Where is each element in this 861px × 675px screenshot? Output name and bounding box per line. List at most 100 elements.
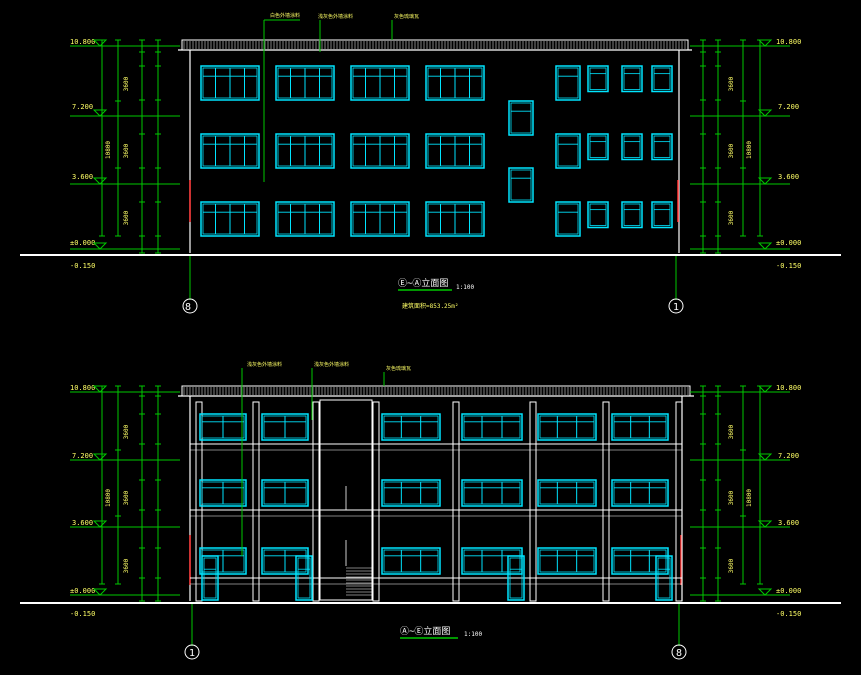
bottom-level-marker bbox=[92, 520, 108, 528]
top-window-narrow bbox=[555, 133, 581, 169]
bottom-right-level-label-3: ±0.000 bbox=[776, 587, 801, 595]
top-right-level-marker bbox=[757, 242, 773, 250]
bottom-right-total-label: 10800 bbox=[746, 489, 753, 507]
top-axis-right-label: 1 bbox=[673, 302, 679, 313]
top-callout-2: 灰色琉璃瓦 bbox=[394, 13, 419, 20]
top-level-label-1: 7.200 bbox=[72, 103, 93, 111]
bottom-window-center-inner bbox=[383, 549, 439, 573]
top-window bbox=[275, 201, 335, 237]
bottom-right-span-label-2: 3600 bbox=[728, 558, 735, 573]
top-window-small bbox=[651, 201, 673, 229]
bottom-level-marker bbox=[92, 588, 108, 596]
bottom-axis-left-label: 1 bbox=[189, 648, 195, 659]
top-window bbox=[200, 133, 260, 169]
bottom-right-span-label-1: 3600 bbox=[728, 490, 735, 505]
top-window bbox=[350, 65, 410, 101]
bottom-span-label-0: 3600 bbox=[123, 424, 130, 439]
top-callout-0: 白色外墙涂料 bbox=[270, 12, 300, 19]
bottom-callout-2: 灰色琉璃瓦 bbox=[386, 365, 411, 372]
top-right-level-label-0: 10.800 bbox=[776, 38, 801, 46]
bottom-door-inner bbox=[509, 557, 523, 599]
bottom-window-inner bbox=[613, 481, 667, 505]
top-callout-1: 浅灰色外墙涂料 bbox=[318, 13, 353, 20]
bottom-window bbox=[537, 479, 597, 507]
top-right-span-label-2: 3600 bbox=[728, 210, 735, 225]
bottom-window-inner bbox=[613, 549, 667, 573]
bottom-window-inner bbox=[463, 549, 521, 573]
top-window-small bbox=[621, 65, 643, 93]
bottom-window-inner bbox=[463, 481, 521, 505]
top-window-narrow bbox=[555, 65, 581, 101]
top-level-label-4: -0.150 bbox=[70, 262, 95, 270]
bottom-level-label-2: 3.600 bbox=[72, 519, 93, 527]
top-window-small-inner bbox=[589, 203, 607, 226]
bottom-level-label-4: -0.150 bbox=[70, 610, 95, 618]
bottom-level-label-0: 10.800 bbox=[70, 384, 95, 392]
top-span-label-0: 3600 bbox=[123, 76, 130, 91]
top-right-level-marker bbox=[757, 39, 773, 47]
bottom-window-center bbox=[381, 547, 441, 575]
top-level-marker bbox=[92, 39, 108, 47]
top-window-small bbox=[651, 65, 673, 93]
top-level-marker bbox=[92, 242, 108, 250]
top-area-note: 建筑面积=853.25m² bbox=[402, 302, 459, 310]
top-window-small bbox=[587, 201, 609, 229]
top-window-small-inner bbox=[623, 203, 641, 226]
bottom-window-center-inner bbox=[383, 415, 439, 439]
top-window-small-inner bbox=[653, 135, 671, 158]
bottom-scale: 1:100 bbox=[464, 631, 482, 638]
bottom-door bbox=[295, 555, 313, 601]
top-level-label-2: 3.600 bbox=[72, 173, 93, 181]
top-window-narrow-inner bbox=[557, 67, 579, 99]
bottom-right-level-label-0: 10.800 bbox=[776, 384, 801, 392]
bottom-right-level-marker bbox=[757, 385, 773, 393]
top-right-level-marker bbox=[757, 177, 773, 185]
top-window-small bbox=[621, 201, 643, 229]
bottom-window bbox=[461, 479, 523, 507]
top-window bbox=[200, 201, 260, 237]
bottom-level-marker bbox=[92, 385, 108, 393]
top-window bbox=[425, 133, 485, 169]
top-window bbox=[275, 65, 335, 101]
bottom-pilaster bbox=[602, 401, 610, 602]
bottom-callout-1: 浅灰色外墙涂料 bbox=[314, 361, 349, 368]
bottom-window bbox=[199, 479, 247, 507]
bottom-window bbox=[611, 547, 669, 575]
bottom-window-inner bbox=[539, 549, 595, 573]
top-level-label-0: 10.800 bbox=[70, 38, 95, 46]
top-right-level-marker bbox=[757, 109, 773, 117]
top-scale: 1:100 bbox=[456, 284, 474, 291]
bottom-level-label-1: 7.200 bbox=[72, 452, 93, 460]
bottom-axis-right-label: 8 bbox=[676, 648, 682, 659]
top-window-small bbox=[621, 133, 643, 161]
top-window-small bbox=[587, 65, 609, 93]
top-stair-window-inner bbox=[510, 169, 532, 201]
bottom-window bbox=[611, 479, 669, 507]
bottom-door bbox=[201, 555, 219, 601]
bottom-right-level-label-1: 7.200 bbox=[778, 452, 799, 460]
top-window bbox=[425, 65, 485, 101]
bottom-window bbox=[261, 413, 309, 441]
bottom-door-inner bbox=[657, 557, 671, 599]
top-window-small-inner bbox=[589, 135, 607, 158]
bottom-window bbox=[537, 413, 597, 441]
bottom-window bbox=[199, 413, 247, 441]
bottom-right-span-label-0: 3600 bbox=[728, 424, 735, 439]
bottom-window-center-inner bbox=[383, 481, 439, 505]
top-window-small-inner bbox=[623, 135, 641, 158]
top-window-small bbox=[651, 133, 673, 161]
top-span-label-2: 3600 bbox=[123, 210, 130, 225]
top-level-marker bbox=[92, 177, 108, 185]
bottom-window-inner bbox=[539, 415, 595, 439]
bottom-right-level-label-2: 3.600 bbox=[778, 519, 799, 527]
bottom-right-level-marker bbox=[757, 453, 773, 461]
bottom-pilaster bbox=[252, 401, 260, 602]
top-window-small bbox=[587, 133, 609, 161]
bottom-right-level-marker bbox=[757, 520, 773, 528]
top-window-small-inner bbox=[653, 67, 671, 90]
bottom-pilaster bbox=[529, 401, 537, 602]
top-right-level-label-4: -0.150 bbox=[776, 262, 801, 270]
bottom-window-inner bbox=[463, 415, 521, 439]
